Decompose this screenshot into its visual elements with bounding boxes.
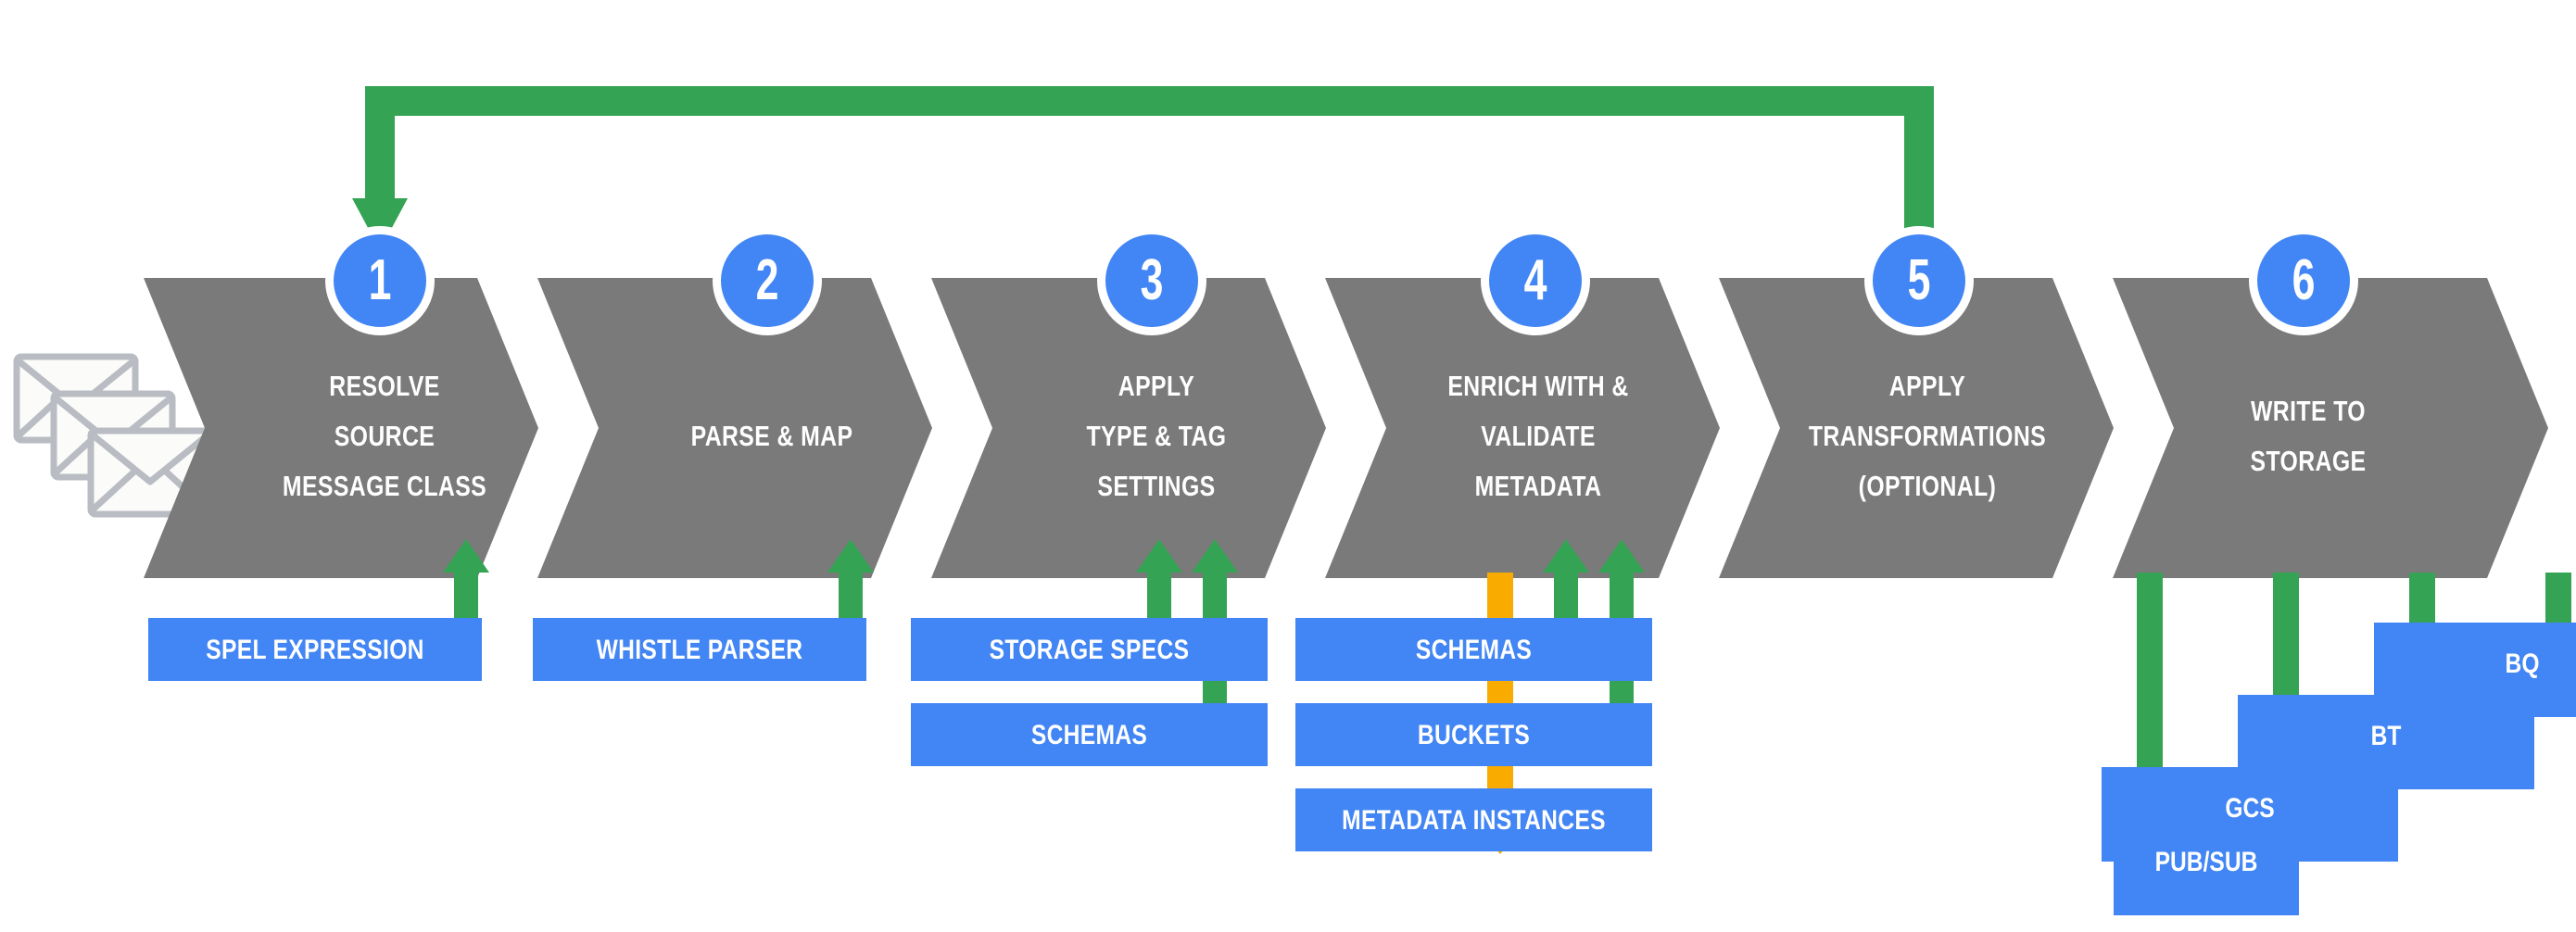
step-circles bbox=[325, 226, 2358, 335]
arrow-whistle-to-step2 bbox=[827, 539, 874, 618]
chevron-step-6[interactable] bbox=[2113, 278, 2548, 578]
chip-storage-specs[interactable] bbox=[911, 618, 1268, 681]
step-circle-1[interactable] bbox=[325, 226, 435, 335]
chip-schemas-3[interactable] bbox=[911, 703, 1268, 766]
step-circle-6[interactable] bbox=[2249, 226, 2358, 335]
arrow-schemas-to-step4 bbox=[1543, 539, 1589, 618]
arrow-storagespecs-to-step3 bbox=[1136, 539, 1182, 618]
step-circle-5[interactable] bbox=[1864, 226, 1974, 335]
chip-spel-expression[interactable] bbox=[148, 618, 482, 681]
step-circle-4[interactable] bbox=[1481, 226, 1590, 335]
pipeline-chevrons bbox=[144, 278, 2548, 578]
step-circle-3[interactable] bbox=[1097, 226, 1206, 335]
chip-whistle-parser[interactable] bbox=[533, 618, 866, 681]
arrow-spel-to-step1 bbox=[443, 539, 489, 618]
chevron-step-3[interactable] bbox=[931, 278, 1326, 578]
sink-boxes bbox=[2102, 623, 2576, 915]
chip-buckets[interactable] bbox=[1295, 703, 1652, 766]
input-chips bbox=[148, 618, 1652, 851]
chevron-step-5[interactable] bbox=[1719, 278, 2114, 578]
sink-pubsub[interactable] bbox=[2114, 821, 2299, 915]
chevron-step-1[interactable] bbox=[144, 278, 538, 578]
chip-metadata-instances[interactable] bbox=[1295, 788, 1652, 851]
chevron-step-4[interactable] bbox=[1325, 278, 1720, 578]
chip-schemas-4[interactable] bbox=[1295, 618, 1652, 681]
chevron-step-2[interactable] bbox=[537, 278, 932, 578]
step-circle-2[interactable] bbox=[713, 226, 822, 335]
